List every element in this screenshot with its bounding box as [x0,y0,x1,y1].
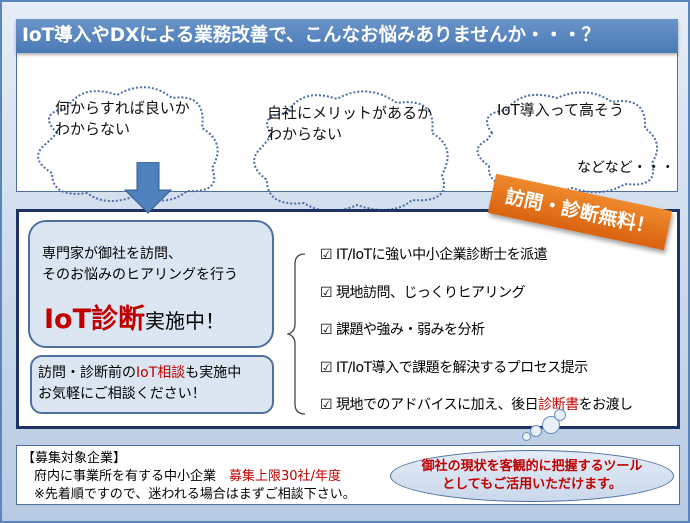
check-item: ☑ IT/IoT導入で課題を解決するプロセス提示 [320,359,588,376]
iot-diagnosis-title: IoT診断 [44,304,146,335]
check-item: ☑ 現地でのアドバイスに加え、後日診断書をお渡し [320,397,633,413]
bubble-decoration [530,425,542,437]
worry-1: 何からすれば良いかわからない [55,99,190,138]
bubble-decoration [522,432,531,441]
cloud-shape [37,86,219,202]
diagnosis-text: そのお悩みのヒアリングを行う [42,267,238,283]
check-item: ☑ 現地訪問、じっくりヒアリング [320,284,526,301]
check-item: ☑ 課題や強み・弱みを分析 [320,322,485,338]
checklist: ☑ IT/IoTに強い中小企業診断士を派遣 ☑ 現地訪問、じっくりヒアリング ☑… [320,245,633,433]
etc-text: などなど・・・ [577,160,675,176]
diagnosis-box: 専門家が御社を訪問、そのお悩みのヒアリングを行う IoT診断実施中！ [28,220,274,348]
check-item: ☑ IT/IoTに強い中小企業診断士を派遣 [320,247,548,263]
cloud-shape [253,90,449,212]
callout-oval: 御社の現状を客観的に把握するツール としてもご活用いただけます。 [390,450,674,502]
page-title: IoT導入やDXによる業務改善で、こんなお悩みありませんか・・・？ [16,19,678,53]
consult-box: 訪問・診断前のIoT相談も実施中 お気軽にご相談ください！ [30,355,274,414]
down-arrow-icon [124,162,172,214]
worries-panel: 何からすれば良いかわからない 自社にメリットがあるかわからない IoT導入って高… [16,52,678,212]
brace-shape [285,252,307,421]
bubble-decoration [554,409,566,421]
worry-3: IoT導入って高そう [497,101,625,119]
worry-2: 自社にメリットがあるかわからない [267,104,433,143]
bubble-decoration [542,416,560,434]
diagnosis-text: 専門家が御社を訪問、 [42,246,182,262]
